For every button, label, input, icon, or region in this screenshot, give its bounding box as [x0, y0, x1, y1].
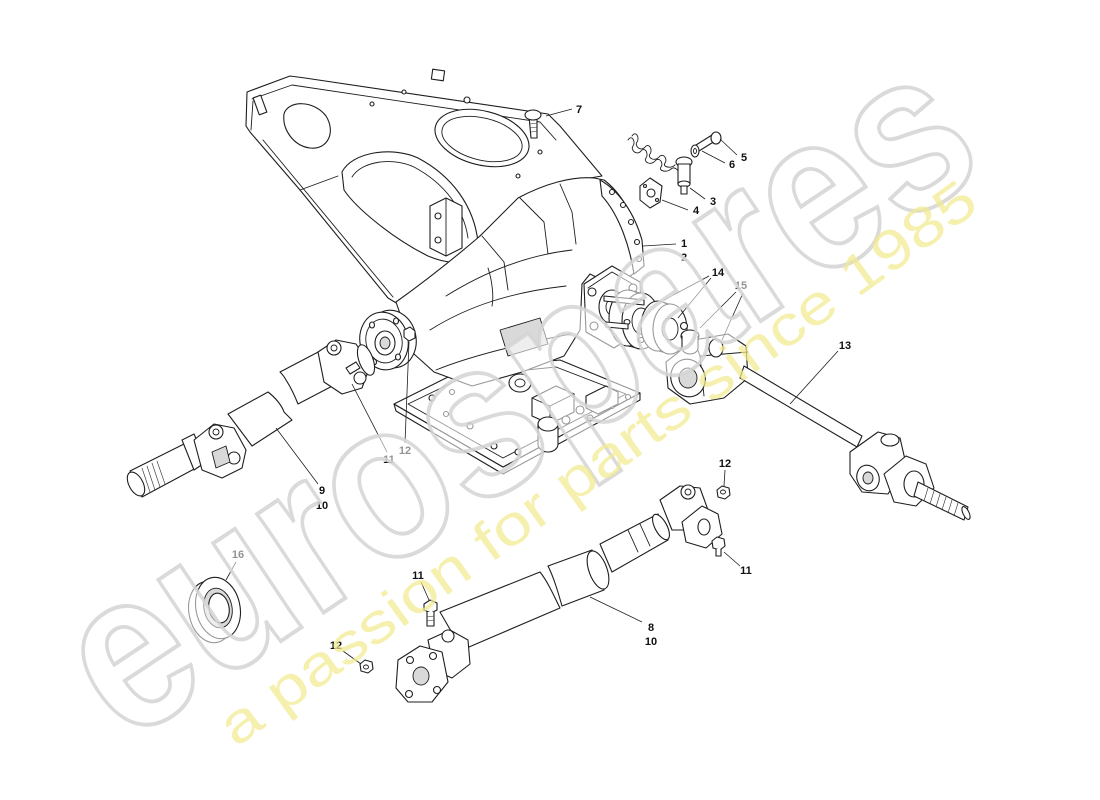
oil-seal: [187, 576, 242, 644]
propshaft-lower: [395, 484, 723, 703]
callout-16: 16: [232, 549, 244, 561]
callout-6: 6: [729, 159, 735, 171]
spider-joint: [679, 321, 724, 358]
right-halfshaft: [665, 321, 971, 521]
callout-8: 8: [648, 622, 654, 634]
yoke-bolt: [345, 361, 361, 375]
bolt-11-lower: [423, 599, 438, 627]
callout-12-right: 12: [719, 458, 731, 470]
callout-11-center: 11: [383, 454, 395, 466]
callout-9: 9: [319, 485, 325, 497]
callout-13: 13: [839, 340, 851, 352]
sensor-3: [627, 133, 693, 195]
callout-5: 5: [741, 152, 747, 164]
mounting-plate: [393, 359, 641, 475]
callout-14: 14: [712, 267, 725, 279]
bolt-7: [524, 109, 542, 139]
callout-10-lower: 10: [645, 636, 657, 648]
washer-6: [690, 144, 700, 158]
coupling-flanges: [603, 289, 688, 355]
callout-12-lower: 12: [330, 640, 342, 652]
callout-1: 1: [681, 238, 687, 250]
callouts: 1 2 3 4 5 6 7 8 9 10 10 11 11 11 12 12 1…: [232, 104, 851, 652]
callout-2: 2: [681, 252, 687, 264]
nut-12-right: [716, 485, 731, 500]
differential-housing: [395, 177, 645, 387]
rear-subframe: [245, 68, 603, 305]
propshaft-upper: [126, 339, 376, 498]
callout-7: 7: [576, 104, 582, 116]
bolt-11-right: [711, 536, 726, 557]
nut-12-lower: [359, 659, 374, 674]
callout-10-upper: 10: [316, 500, 328, 512]
callout-12-center: 12: [399, 445, 411, 457]
callout-4: 4: [693, 205, 700, 217]
gasket-4: [639, 177, 663, 209]
leader-lines: [225, 108, 839, 665]
callout-11-lower: 11: [412, 570, 424, 582]
callout-15: 15: [735, 280, 747, 292]
callout-11-right: 11: [740, 565, 752, 577]
housing-mounts: [508, 373, 619, 453]
callout-3: 3: [710, 196, 716, 208]
flange-nut: [403, 326, 416, 342]
